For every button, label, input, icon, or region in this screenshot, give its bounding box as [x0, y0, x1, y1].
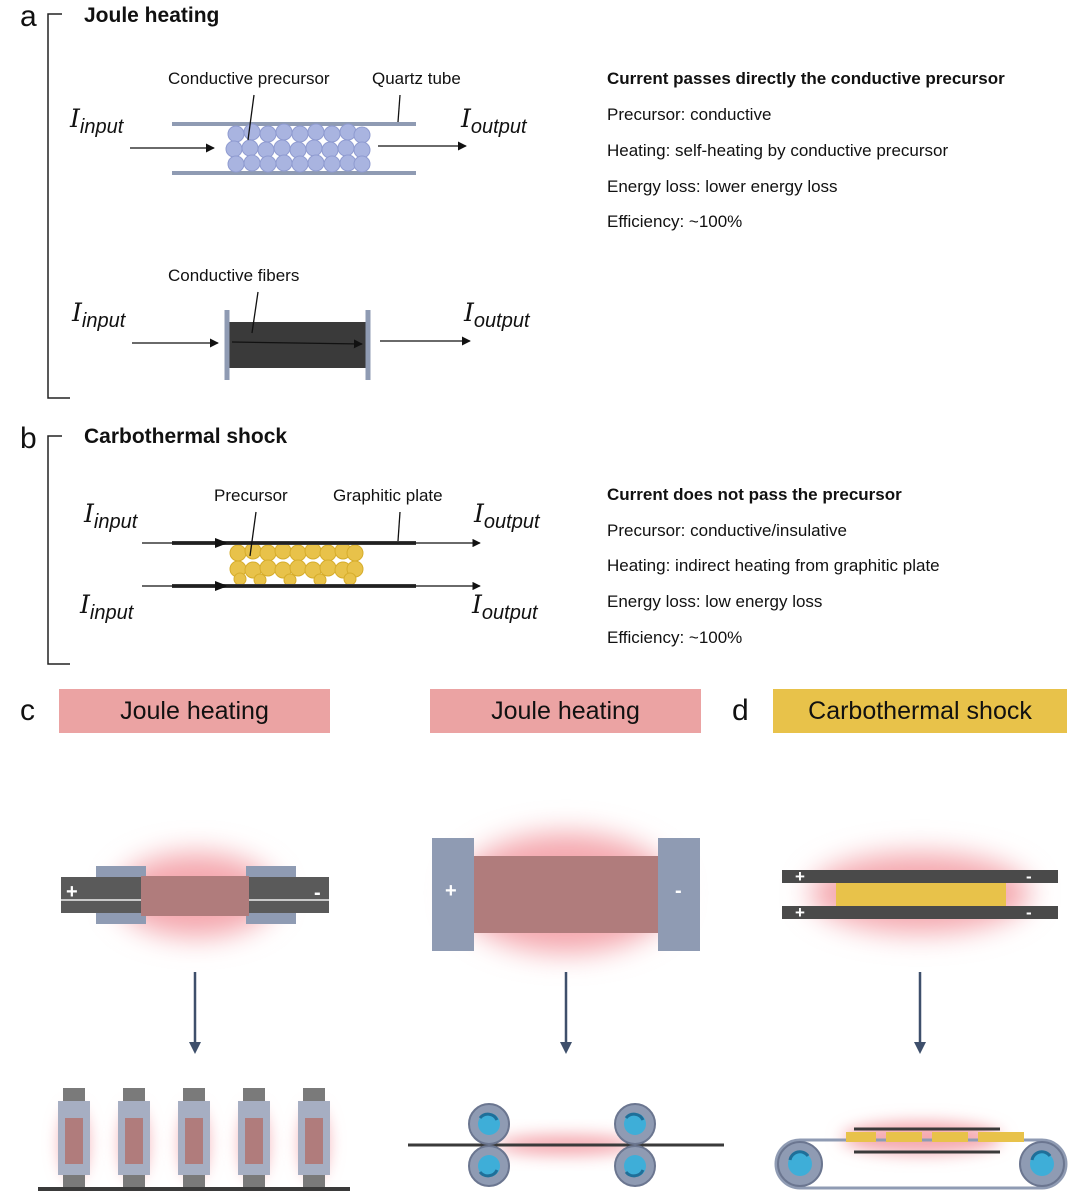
conveyor-belt: [774, 1138, 1068, 1190]
yellow-precursor-particles: [229, 542, 364, 587]
arrowhead-bottom-mid: [215, 581, 228, 591]
label-precursor: Precursor: [214, 486, 288, 505]
array-unit: [118, 1088, 150, 1188]
current-output-b-bottom: Ioutput: [472, 590, 538, 624]
panel-a-desc-line: Precursor: conductive: [607, 105, 772, 124]
joule-array: [58, 1088, 330, 1188]
leader-precursor-b: [249, 511, 257, 557]
bracket-b: [47, 435, 70, 665]
panel-letter-a: a: [20, 0, 37, 33]
down-arrowhead-3: [914, 1042, 926, 1054]
panel-b-desc-line: Energy loss: low energy loss: [607, 592, 823, 611]
panel-b-desc-line: Precursor: conductive/insulative: [607, 521, 848, 540]
array-unit: [298, 1088, 330, 1188]
leader-plate: [397, 511, 401, 542]
lead-left: [61, 877, 146, 913]
conductive-precursor-particles: [225, 123, 371, 173]
panel-b-title: Carbothermal shock: [84, 425, 288, 448]
array-unit: [58, 1088, 90, 1188]
lead-right: [246, 877, 329, 913]
panel-a-title: Joule heating: [84, 4, 220, 27]
panel-letter-b: b: [20, 422, 37, 455]
leader-precursor: [247, 94, 255, 141]
panel-a-desc-line: Heating: self-heating by conductive prec…: [607, 141, 949, 160]
banner-joule-heating-1: Joule heating: [59, 689, 330, 733]
panel-a-desc-heading: Current passes directly the conductive p…: [607, 69, 1005, 88]
carbo-precursor-layer: [836, 881, 1006, 907]
plus-sign-1: +: [66, 881, 78, 903]
banner-carbothermal-shock: Carbothermal shock: [773, 689, 1067, 733]
down-arrowhead-2: [560, 1042, 572, 1054]
electrode-right-2: [658, 838, 700, 951]
current-input-b-bottom: Iinput: [80, 590, 134, 624]
panel-b-desc-heading: Current does not pass the precursor: [607, 485, 902, 504]
arrowhead-top-mid: [215, 538, 228, 548]
minus-sign-3a: -: [1026, 867, 1032, 886]
current-output-top: Ioutput: [461, 104, 527, 138]
banner-joule-heating-2: Joule heating: [430, 689, 701, 733]
current-input-b-top: Iinput: [84, 499, 138, 533]
panel-a-desc-line: Energy loss: lower energy loss: [607, 177, 838, 196]
fiber-current-arrow: [231, 339, 363, 349]
panel-a-desc-line: Efficiency: ~100%: [607, 212, 743, 231]
label-graphitic-plate: Graphitic plate: [333, 486, 443, 505]
bracket-a: [47, 13, 70, 399]
leader-fibers: [251, 291, 259, 334]
electrode-left-2: [432, 838, 474, 951]
panel-letter-d: d: [732, 694, 749, 727]
label-quartz-tube: Quartz tube: [372, 69, 461, 88]
plus-sign-3b: +: [795, 903, 805, 922]
label-conductive-fibers: Conductive fibers: [168, 266, 300, 285]
down-arrowhead-1: [189, 1042, 201, 1054]
carbo-plate-bottom: [782, 906, 1058, 919]
leader-tube: [397, 94, 401, 123]
minus-sign-1: -: [314, 882, 321, 904]
panel-b-desc-line: Heating: indirect heating from graphitic…: [607, 556, 940, 575]
conveyor-yellow-samples: [846, 1132, 1024, 1142]
current-input-bottom: Iinput: [72, 298, 126, 332]
label-conductive-precursor: Conductive precursor: [168, 69, 330, 88]
heated-sample-2: [474, 856, 660, 933]
minus-sign-3b: -: [1026, 903, 1032, 922]
array-unit: [178, 1088, 210, 1188]
heated-sample-1: [141, 876, 249, 916]
panel-b-desc-line: Efficiency: ~100%: [607, 628, 743, 647]
plus-sign-3a: +: [795, 867, 805, 886]
panel-letter-c: c: [20, 694, 35, 727]
current-output-bottom: Ioutput: [464, 298, 530, 332]
minus-sign-2: -: [675, 880, 682, 902]
roller-group-left: [468, 1103, 510, 1187]
roller-group-right: [614, 1103, 656, 1187]
carbo-plate-top: [782, 870, 1058, 883]
plus-sign-2: +: [445, 880, 457, 902]
current-output-b-top: Ioutput: [474, 499, 540, 533]
array-unit: [238, 1088, 270, 1188]
current-input-top: Iinput: [70, 104, 124, 138]
